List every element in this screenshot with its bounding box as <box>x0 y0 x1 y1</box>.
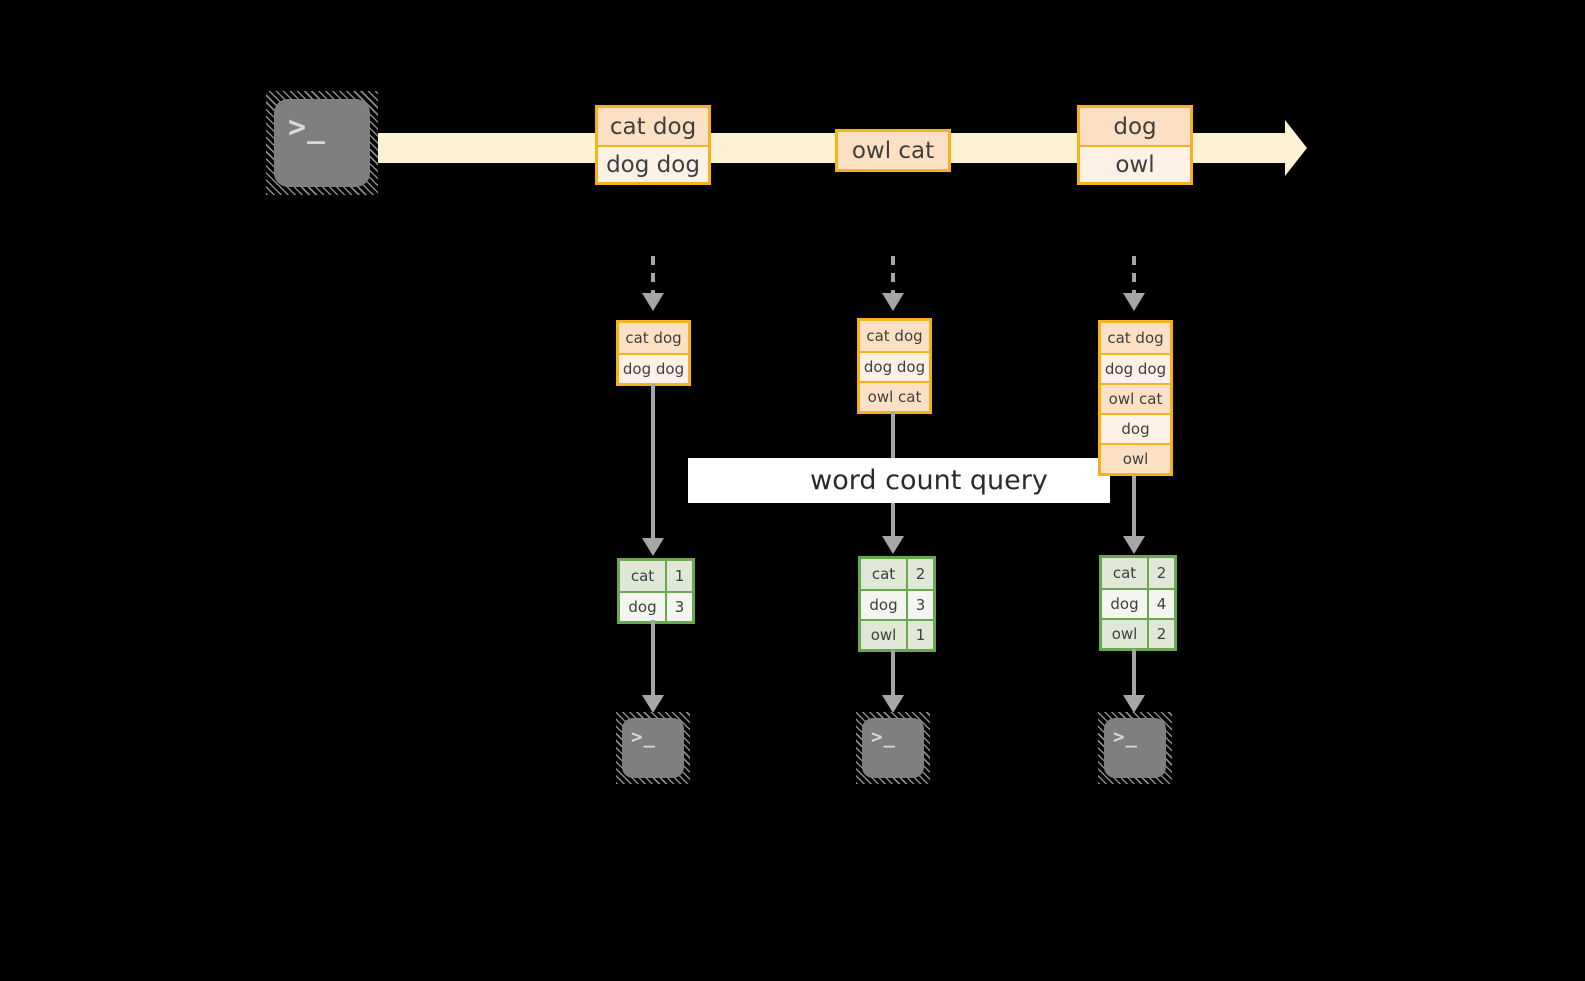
event-stream-arrowhead <box>1285 120 1307 176</box>
sink-terminal-icon-1[interactable]: >_ <box>616 712 690 784</box>
stream-to-input-arrowhead-1 <box>642 293 664 311</box>
input-row: dog dog <box>619 353 688 383</box>
prompt-glyph: >_ <box>631 726 656 748</box>
result-count: 2 <box>1147 558 1174 588</box>
sink-terminal-icon-3[interactable]: >_ <box>1098 712 1172 784</box>
stream-to-input-arrowhead-3 <box>1123 293 1145 311</box>
input-table-1[interactable]: cat dog dog dog <box>616 320 691 386</box>
result-word: owl <box>1102 620 1147 648</box>
stream-to-input-connector-3 <box>1132 256 1136 296</box>
result-count: 1 <box>665 561 692 591</box>
input-row: cat dog <box>619 323 688 353</box>
result-count: 3 <box>906 591 933 619</box>
stream-batch-2[interactable]: owl cat <box>835 129 951 172</box>
input-row: owl cat <box>860 381 929 411</box>
input-to-result-arrowhead-3 <box>1123 536 1145 554</box>
result-count: 2 <box>906 559 933 589</box>
input-row: owl <box>1101 443 1170 473</box>
result-to-sink-connector-1 <box>651 620 655 696</box>
sink-terminal-icon-2[interactable]: >_ <box>856 712 930 784</box>
result-word: cat <box>861 559 906 589</box>
stream-batch-line: cat dog <box>598 108 708 145</box>
terminal-face <box>274 99 370 187</box>
result-word: cat <box>1102 558 1147 588</box>
result-row: dog 3 <box>620 591 692 621</box>
input-table-2[interactable]: cat dog dog dog owl cat <box>857 318 932 414</box>
query-label: word count query <box>810 465 1048 496</box>
result-row: cat 1 <box>620 561 692 591</box>
result-to-sink-arrowhead-3 <box>1123 695 1145 713</box>
prompt-glyph: >_ <box>1113 726 1138 748</box>
result-word: dog <box>1102 590 1147 618</box>
stream-batch-line: owl cat <box>838 132 948 169</box>
stream-batch-1[interactable]: cat dog dog dog <box>595 105 711 185</box>
result-word: cat <box>620 561 665 591</box>
result-row: dog 3 <box>861 589 933 619</box>
result-to-sink-arrowhead-2 <box>882 695 904 713</box>
input-row: dog dog <box>860 351 929 381</box>
result-word: dog <box>620 593 665 621</box>
result-count: 1 <box>906 621 933 649</box>
stream-batch-line: owl <box>1080 145 1190 182</box>
result-count: 3 <box>665 593 692 621</box>
result-row: owl 2 <box>1102 618 1174 648</box>
result-to-sink-connector-3 <box>1132 649 1136 696</box>
result-row: cat 2 <box>861 559 933 589</box>
input-row: cat dog <box>1101 323 1170 353</box>
input-to-result-arrowhead-1 <box>642 538 664 556</box>
query-banner: word count query <box>688 458 1110 503</box>
input-row: owl cat <box>1101 383 1170 413</box>
input-to-result-connector-1 <box>651 384 655 539</box>
result-count: 2 <box>1147 620 1174 648</box>
terminal-face <box>622 718 684 778</box>
input-row: cat dog <box>860 321 929 351</box>
source-terminal-icon[interactable]: >_ <box>266 91 378 195</box>
result-table-1[interactable]: cat 1 dog 3 <box>617 558 695 624</box>
input-to-result-connector-3 <box>1132 476 1136 537</box>
result-row: owl 1 <box>861 619 933 649</box>
stream-batch-line: dog dog <box>598 145 708 182</box>
stream-batch-3[interactable]: dog owl <box>1077 105 1193 185</box>
prompt-glyph: >_ <box>871 726 896 748</box>
result-table-3[interactable]: cat 2 dog 4 owl 2 <box>1099 555 1177 651</box>
terminal-face <box>862 718 924 778</box>
result-table-2[interactable]: cat 2 dog 3 owl 1 <box>858 556 936 652</box>
input-to-result-arrowhead-2 <box>882 536 904 554</box>
input-table-3[interactable]: cat dog dog dog owl cat dog owl <box>1098 320 1173 476</box>
stream-batch-line: dog <box>1080 108 1190 145</box>
input-row: dog dog <box>1101 353 1170 383</box>
result-row: dog 4 <box>1102 588 1174 618</box>
input-row: dog <box>1101 413 1170 443</box>
result-count: 4 <box>1147 590 1174 618</box>
result-word: owl <box>861 621 906 649</box>
stream-to-input-connector-1 <box>651 256 655 296</box>
prompt-glyph: >_ <box>288 110 327 145</box>
result-to-sink-arrowhead-1 <box>642 695 664 713</box>
result-word: dog <box>861 591 906 619</box>
result-row: cat 2 <box>1102 558 1174 588</box>
terminal-face <box>1104 718 1166 778</box>
stream-to-input-connector-2 <box>891 256 895 296</box>
result-to-sink-connector-2 <box>891 650 895 696</box>
stream-to-input-arrowhead-2 <box>882 293 904 311</box>
